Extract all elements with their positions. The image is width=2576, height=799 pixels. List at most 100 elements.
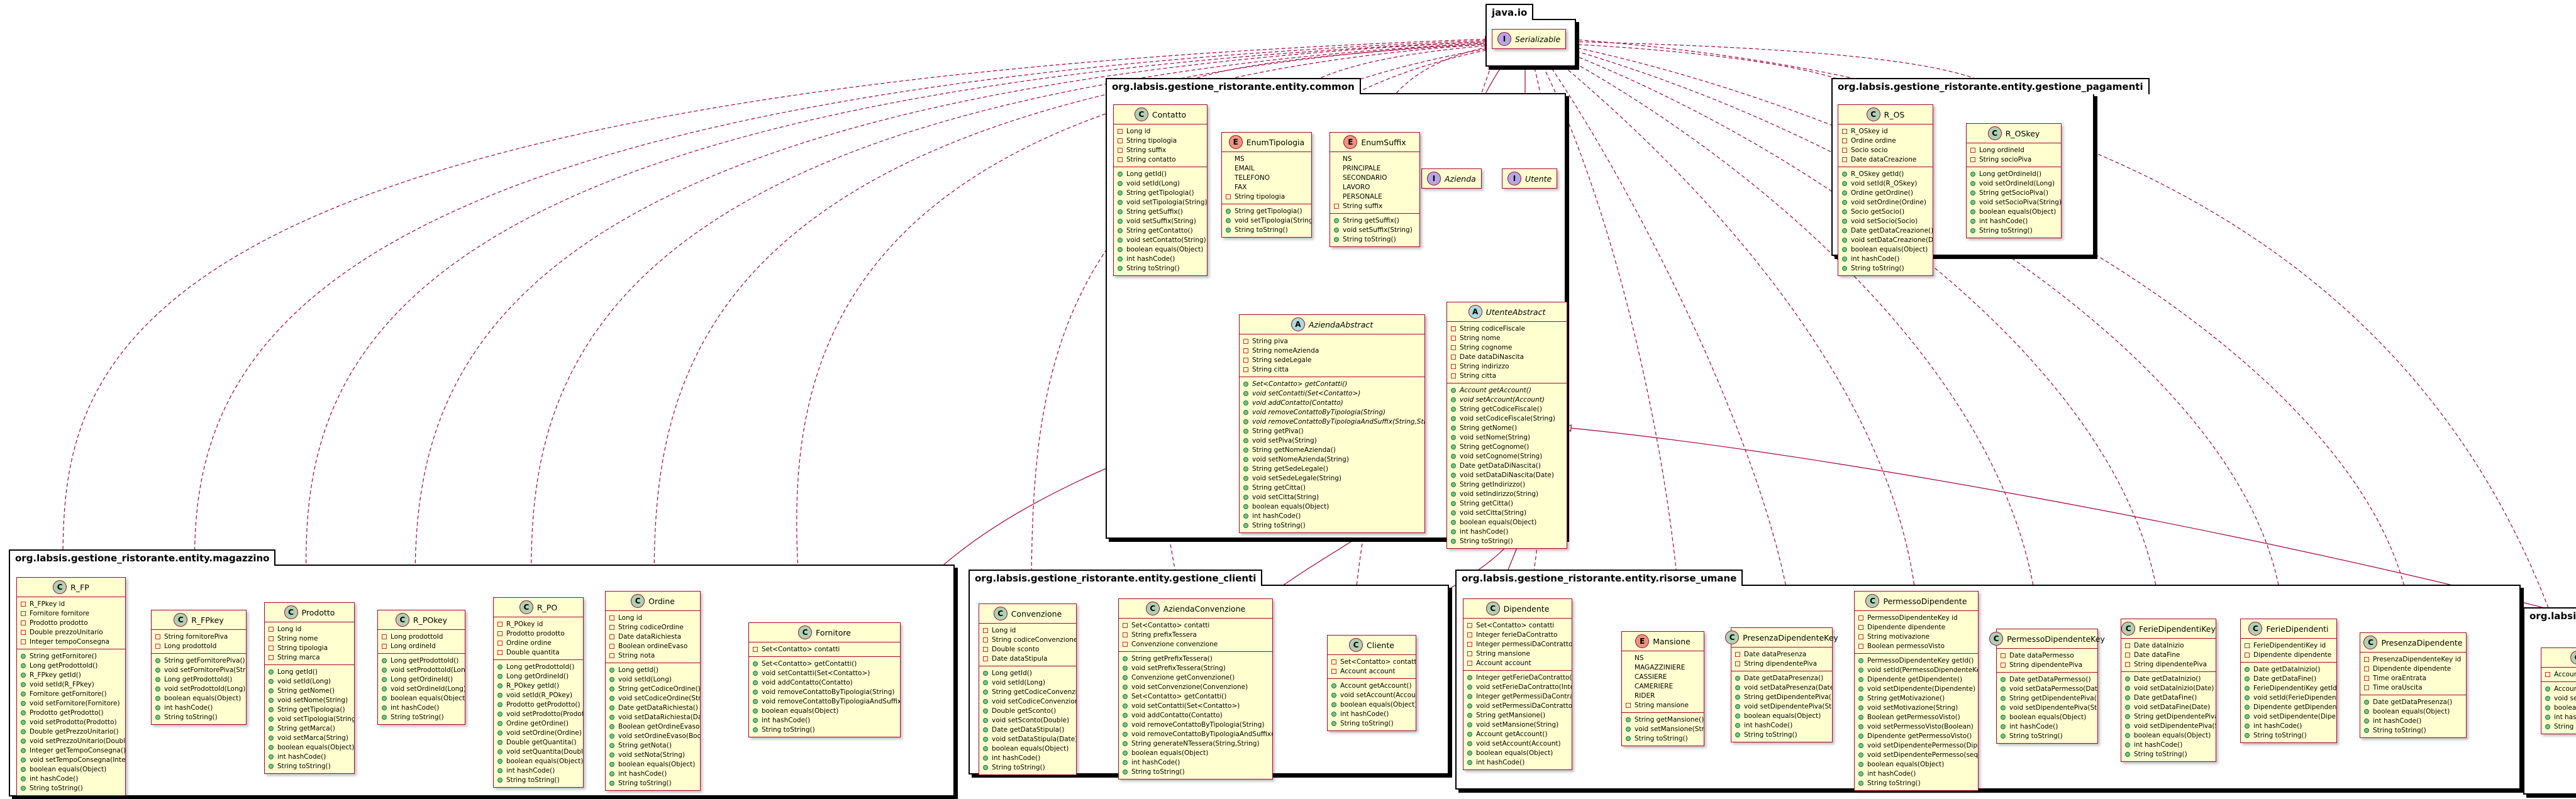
member-text: void setIndirizzo(String) (1460, 490, 1539, 498)
member-text: void setQuantita(Double) (506, 747, 583, 756)
class-extra-cropped[interactable]: CAccountAccountvoid setbooleanint hashSt… (2541, 647, 2576, 734)
method-row: void setFerieDaContratto(Integer) (1463, 682, 1572, 692)
public-icon (1626, 736, 1631, 741)
member-text: boolean equals(Object) (2134, 731, 2211, 739)
method-row: void setFornitorePiva(String) (152, 665, 246, 675)
method-row: String getTipologia() (1114, 188, 1207, 197)
method-row: void addContatto(Contatto) (749, 678, 900, 687)
method-row: void setDataFine(Date) (2121, 702, 2216, 712)
method-row: Dipendente getDipendente() (2241, 702, 2336, 712)
member-text: Date getDataRichiesta() (618, 703, 698, 712)
member-text: RIDER (1635, 692, 1655, 700)
field-row: Set<Contatto> contatti (1119, 620, 1272, 630)
method-row: Set<Contatto> getContatti() (1240, 379, 1424, 388)
public-icon (1123, 759, 1128, 765)
member-text: void setMotivazione(String) (1867, 703, 1958, 712)
member-text: String toString() (164, 713, 218, 721)
method-row: void set (2541, 693, 2576, 703)
member-text: Date getDataPresenza() (1744, 674, 1824, 682)
member-text: Long getProdottoId() (506, 663, 575, 671)
constant-icon (1334, 166, 1339, 171)
method-row: Boolean getOrdineEvaso() (606, 722, 700, 731)
method-row: String getDipendentePiva() (2121, 712, 2216, 721)
private-icon (1842, 157, 1847, 162)
method-row: void setTipologia(String) (1222, 216, 1311, 225)
member-text: void setSuffix(String) (1343, 226, 1413, 234)
member-text: Long getId() (277, 668, 318, 676)
method-row: Date getDataInizio() (2241, 664, 2336, 674)
public-icon (1118, 171, 1123, 177)
public-icon (1970, 228, 1975, 233)
member-text: Integer ferieDaContratto (1476, 631, 1558, 639)
private-icon (1123, 632, 1128, 637)
private-icon (1451, 344, 1456, 350)
method-row: String toString() (378, 712, 465, 722)
member-text: void setDataDiNascita(Date) (1460, 471, 1554, 479)
class-methods: Date getDataPresenza()void setDataPresen… (1731, 671, 1832, 742)
public-icon (269, 678, 274, 684)
public-icon (753, 698, 758, 704)
private-icon (1118, 138, 1123, 143)
public-icon (155, 714, 160, 720)
method-row: void setAccount(Account) (1463, 739, 1572, 748)
member-text: void setDipendente(Dipendente) (1867, 685, 1976, 693)
field-row: Long prodottoId (152, 641, 246, 651)
member-text: Long id (1126, 127, 1151, 135)
member-text: String getPiva() (1252, 427, 1304, 435)
method-row: void setDipendentePermesso(seq Date) (1855, 750, 1978, 759)
member-text: PERSONALE (1343, 192, 1382, 201)
method-row: String toString() (2360, 725, 2466, 735)
public-icon (1331, 702, 1336, 707)
private-icon (1858, 634, 1863, 639)
method-row: void setNome(String) (265, 695, 354, 705)
member-text: Dipendente dipendente (2253, 651, 2332, 659)
public-icon (2545, 695, 2550, 701)
method-row: int hashCode() (1967, 216, 2061, 226)
member-text: void setMarca(String) (277, 734, 348, 742)
field-row: Dipendente dipendente (1855, 622, 1978, 632)
field-row: NS (1330, 154, 1419, 163)
member-text: void setDataStipula(Date) (992, 735, 1076, 743)
member-text: void setContatti(Set<Contatto>) (1252, 389, 1361, 397)
member-text: int hashCode() (164, 703, 213, 712)
member-text: R_OSkey getId() (1851, 170, 1904, 178)
public-icon (2364, 708, 2369, 714)
field-row: Boolean ordineEvaso (606, 641, 700, 651)
method-row: boolean equals(Object) (1463, 748, 1572, 758)
public-icon (1467, 703, 1472, 708)
public-icon (753, 727, 758, 732)
member-text: String toString() (2134, 750, 2187, 758)
public-icon (1123, 769, 1128, 774)
